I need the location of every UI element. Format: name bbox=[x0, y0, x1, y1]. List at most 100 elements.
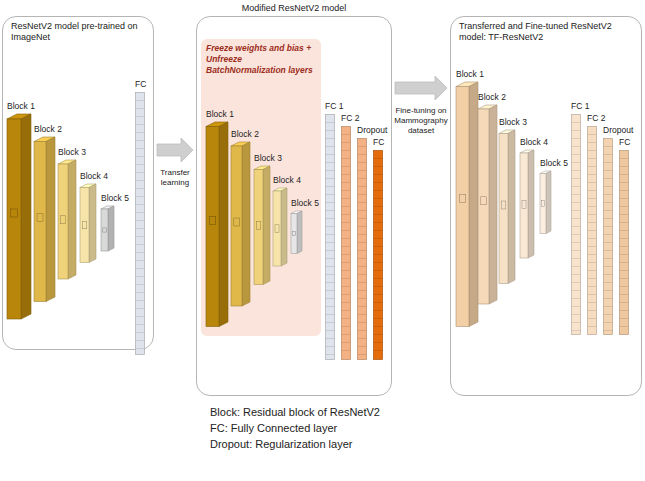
neuron-stripe bbox=[572, 170, 581, 171]
neuron-stripe bbox=[326, 186, 335, 187]
neuron-stripe bbox=[136, 284, 145, 285]
neuron-stripe bbox=[326, 322, 335, 323]
neuron-stripe bbox=[604, 186, 613, 187]
neuron-stripe bbox=[572, 306, 581, 307]
block-prism bbox=[7, 101, 36, 320]
neuron-stripe bbox=[588, 326, 597, 327]
block-side bbox=[68, 160, 76, 279]
residual-block: Block 5 bbox=[291, 198, 320, 255]
block-label: Block 4 bbox=[520, 137, 548, 148]
neuron-stripe bbox=[374, 262, 383, 263]
neuron-stripe bbox=[374, 158, 383, 159]
residual-block: Block 5 bbox=[101, 193, 130, 252]
block-front bbox=[101, 209, 108, 251]
neuron-stripe bbox=[342, 222, 351, 223]
neuron-stripe bbox=[136, 204, 145, 205]
block-side bbox=[489, 105, 497, 304]
neuron-stripe bbox=[374, 238, 383, 239]
neuron-stripe bbox=[374, 230, 383, 231]
neuron-stripe bbox=[136, 132, 145, 133]
neuron-stripe bbox=[326, 226, 335, 227]
layer-label: Dropout bbox=[357, 125, 387, 136]
neuron-stripe bbox=[326, 178, 335, 179]
neuron-stripe bbox=[604, 170, 613, 171]
neuron-stripe bbox=[358, 306, 367, 307]
kernel-mark bbox=[103, 228, 107, 232]
neuron-stripe bbox=[342, 294, 351, 295]
block-side bbox=[219, 122, 228, 327]
kernel-mark bbox=[256, 221, 261, 229]
neuron-stripe bbox=[136, 236, 145, 237]
neuron-stripe bbox=[604, 234, 613, 235]
neuron-stripe bbox=[588, 206, 597, 207]
neuron-stripe bbox=[588, 286, 597, 287]
neuron-stripe bbox=[358, 298, 367, 299]
neuron-stripe bbox=[326, 154, 335, 155]
neuron-stripe bbox=[374, 214, 383, 215]
neuron-stripe bbox=[620, 182, 629, 183]
neuron-stripe bbox=[620, 190, 629, 191]
neuron-stripe bbox=[136, 188, 145, 189]
neuron-stripe bbox=[358, 170, 367, 171]
neuron-stripe bbox=[604, 218, 613, 219]
neuron-stripe bbox=[620, 278, 629, 279]
panel-title: ResNetV2 model pre-trained on ImageNet bbox=[3, 17, 153, 47]
neuron-stripe bbox=[588, 278, 597, 279]
neuron-stripe bbox=[358, 266, 367, 267]
neuron-stripe bbox=[604, 322, 613, 323]
neuron-stripe bbox=[620, 238, 629, 239]
neuron-stripe bbox=[326, 170, 335, 171]
neuron-stripe bbox=[136, 172, 145, 173]
neuron-stripe bbox=[572, 178, 581, 179]
edge-label: Transfer learning bbox=[155, 168, 195, 188]
neuron-stripe bbox=[588, 262, 597, 263]
bar-body bbox=[588, 127, 597, 335]
neuron-stripe bbox=[326, 338, 335, 339]
neuron-stripe bbox=[358, 218, 367, 219]
definition-note: Block: Residual block of ResNetV2 bbox=[210, 404, 380, 420]
neuron-stripe bbox=[342, 134, 351, 135]
neuron-stripe bbox=[604, 162, 613, 163]
neuron-stripe bbox=[326, 194, 335, 195]
neuron-stripe bbox=[136, 252, 145, 253]
neuron-stripe bbox=[136, 212, 145, 213]
neuron-stripe bbox=[342, 182, 351, 183]
neuron-stripe bbox=[374, 278, 383, 279]
edge-label: Fine-tuning on Mammography dataset bbox=[393, 106, 449, 136]
neuron-stripe bbox=[572, 194, 581, 195]
neuron-stripe bbox=[604, 258, 613, 259]
neuron-stripe bbox=[604, 314, 613, 315]
layer-bar bbox=[619, 137, 632, 335]
neuron-stripe bbox=[136, 100, 145, 101]
neuron-stripe bbox=[620, 166, 629, 167]
layer-bar bbox=[135, 79, 148, 355]
layer-label: FC 2 bbox=[587, 113, 605, 124]
neuron-stripe bbox=[572, 266, 581, 267]
neuron-stripe bbox=[588, 294, 597, 295]
neuron-stripe bbox=[326, 162, 335, 163]
dense-layer: FC bbox=[619, 137, 632, 335]
neuron-stripe bbox=[326, 298, 335, 299]
neuron-stripe bbox=[374, 350, 383, 351]
neuron-stripe bbox=[374, 334, 383, 335]
neuron-stripe bbox=[374, 294, 383, 295]
neuron-stripe bbox=[572, 290, 581, 291]
block-label: Block 5 bbox=[540, 158, 568, 169]
neuron-stripe bbox=[374, 174, 383, 175]
layer-label: FC bbox=[373, 137, 384, 148]
block-arrow bbox=[395, 76, 447, 100]
definition-note: FC: Fully Connected layer bbox=[210, 420, 380, 436]
block-front bbox=[206, 126, 219, 326]
neuron-stripe bbox=[342, 342, 351, 343]
block-label: Block 5 bbox=[291, 198, 319, 209]
kernel-mark bbox=[481, 197, 487, 205]
neuron-stripe bbox=[620, 230, 629, 231]
kernel-mark bbox=[37, 213, 43, 221]
neuron-stripe bbox=[326, 130, 335, 131]
block-front bbox=[58, 164, 68, 279]
kernel-mark bbox=[61, 216, 66, 224]
residual-block: Block 1 bbox=[7, 101, 36, 320]
neuron-stripe bbox=[136, 332, 145, 333]
block-front bbox=[540, 173, 546, 233]
neuron-stripe bbox=[620, 158, 629, 159]
